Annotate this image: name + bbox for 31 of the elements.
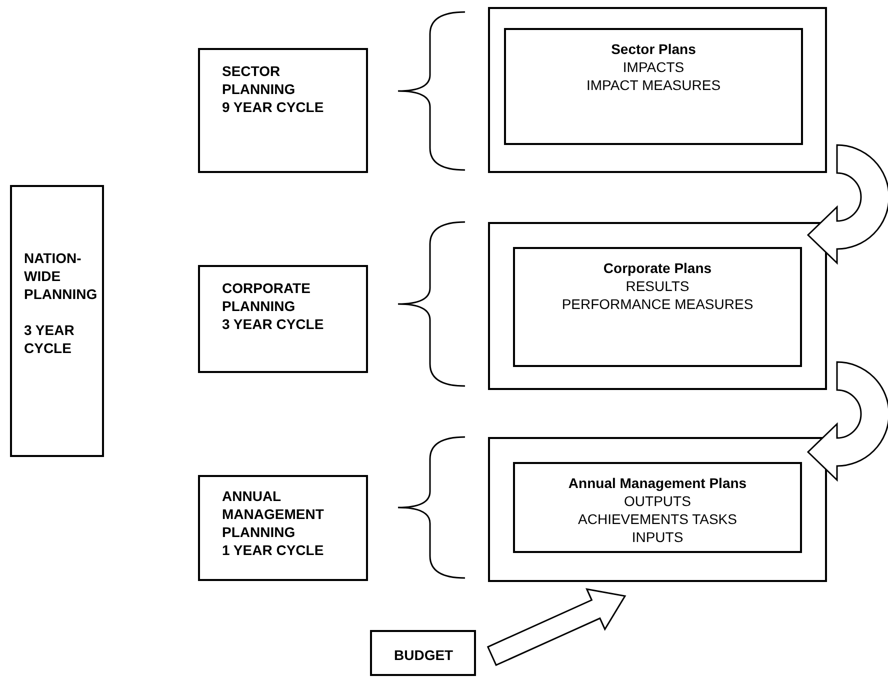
plan-heading: Corporate Plans <box>602 259 713 277</box>
plan-item: OUTPUTS <box>623 492 692 510</box>
plan-item: PERFORMANCE MEASURES <box>560 295 754 313</box>
plan-heading: Sector Plans <box>610 40 697 58</box>
planning-box <box>10 185 104 457</box>
box-label: 3 YEAR CYCLE <box>24 321 76 357</box>
plan-item: RESULTS <box>624 277 690 295</box>
box-label: BUDGET <box>394 646 454 664</box>
frame-box <box>488 222 827 390</box>
box-label: NATION-WIDE PLANNING <box>24 249 98 303</box>
planning-box <box>198 48 368 173</box>
plan-item: IMPACT MEASURES <box>585 76 722 94</box>
budget-box <box>370 630 476 676</box>
box-label: CORPORATE PLANNING <box>222 279 312 315</box>
box-label: SECTOR PLANNING <box>222 62 296 98</box>
plan-box <box>504 28 803 145</box>
plan-item: IMPACTS <box>622 58 686 76</box>
block-arrow <box>486 588 626 666</box>
planning-box <box>198 475 368 581</box>
box-label: 1 YEAR CYCLE <box>222 541 325 559</box>
box-label: 3 YEAR CYCLE <box>222 315 325 333</box>
plan-box <box>513 462 802 553</box>
plan-heading: Annual Management Plans <box>567 474 748 492</box>
frame-box <box>488 437 827 582</box>
box-label: 9 YEAR CYCLE <box>222 98 325 116</box>
plan-item: INPUTS <box>630 528 684 546</box>
frame-box <box>488 7 827 173</box>
plan-box <box>513 247 802 367</box>
box-label: ANNUAL MANAGEMENT PLANNING <box>222 487 325 541</box>
plan-item: ACHIEVEMENTS TASKS <box>577 510 738 528</box>
planning-box <box>198 265 368 373</box>
